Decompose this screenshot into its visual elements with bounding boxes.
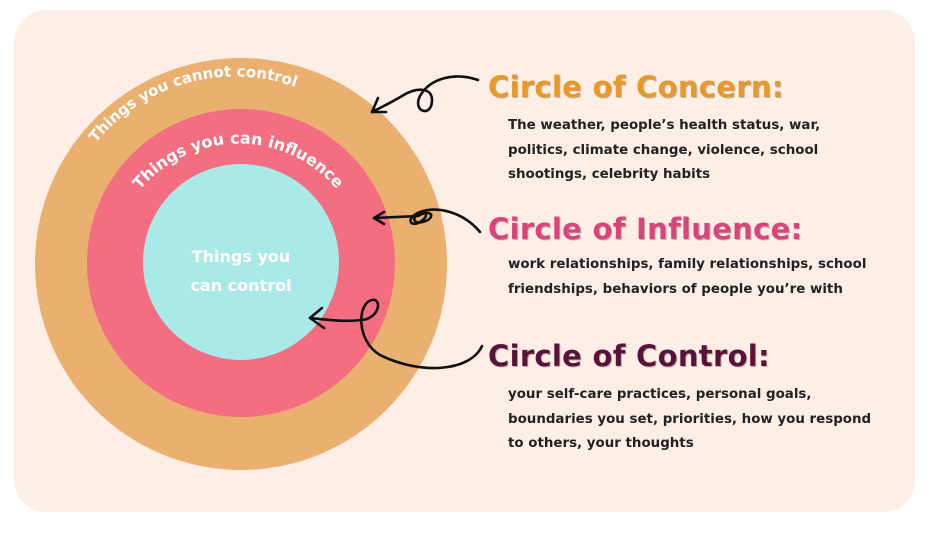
arrow-influence-icon <box>372 208 482 234</box>
circle-of-concern-description: The weather, people’s health status, war… <box>508 114 820 188</box>
circle-of-concern-heading: Circle of Concern: <box>488 70 784 104</box>
inner-circle-label: Things you can control <box>160 242 322 300</box>
inner-label-line: Things you <box>191 247 291 266</box>
description-line: friendships, behaviors of people you’re … <box>508 281 843 297</box>
inner-label-line: can control <box>190 276 292 295</box>
description-line: work relationships, family relationships… <box>508 257 867 272</box>
description-line: to others, your thoughts <box>508 436 694 451</box>
circle-of-influence-heading: Circle of Influence: <box>488 212 803 246</box>
circle-of-control-description: your self-care practices, personal goals… <box>508 383 871 457</box>
circle-of-influence-description: work relationships, family relationships… <box>508 253 866 302</box>
arrow-control-icon <box>308 298 484 370</box>
description-line: politics, climate change, violence, scho… <box>508 142 819 158</box>
description-line: The weather, people’s health status, war… <box>508 118 821 133</box>
circle-of-control-core <box>143 164 339 360</box>
description-line: shootings, celebrity habits <box>508 167 711 182</box>
description-line: your self-care practices, personal goals… <box>508 387 812 402</box>
circle-of-control-heading: Circle of Control: <box>488 339 770 373</box>
description-line: boundaries you set, priorities, how you … <box>508 411 872 427</box>
arrow-concern-icon <box>370 75 480 114</box>
